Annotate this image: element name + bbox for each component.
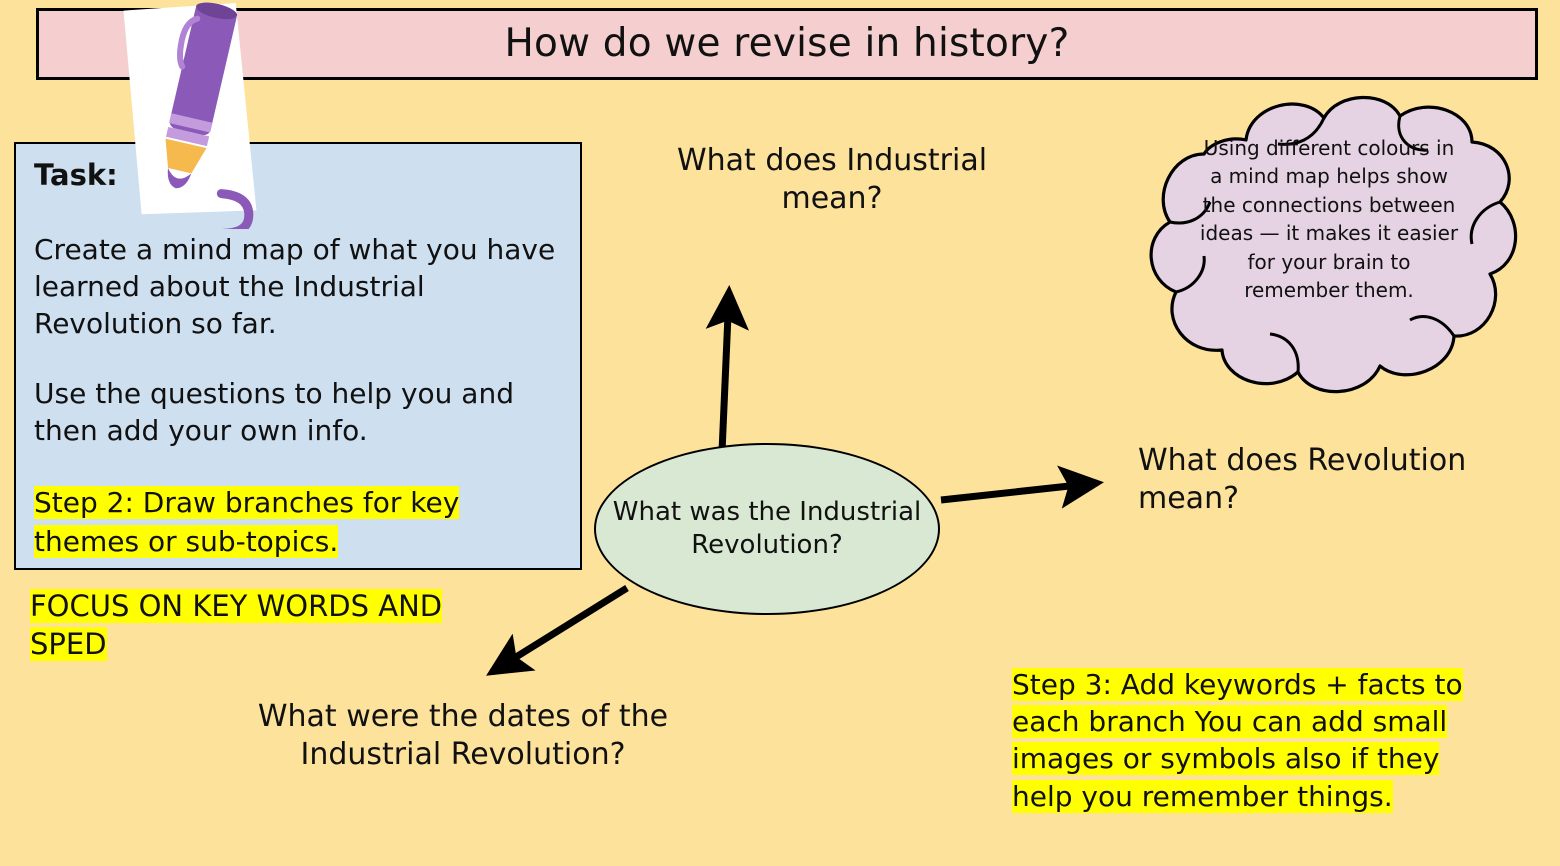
arrow-down-left-icon <box>486 585 629 676</box>
branch-label-industrial: What does Industrial mean? <box>676 143 988 217</box>
central-node: What was the Industrial Revolution? <box>594 443 940 615</box>
arrow-up-icon <box>705 285 750 453</box>
task-step-2-text: Step 2: Draw branches for key themes or … <box>34 486 460 558</box>
task-paragraph-2: Use the questions to help you and then a… <box>34 377 514 447</box>
step-3-note-text: Step 3: Add keywords + facts to each bra… <box>1012 668 1463 813</box>
cloud-shape-icon <box>1149 95 1518 394</box>
step-3-note: Step 3: Add keywords + facts to each bra… <box>1012 666 1486 815</box>
arrow-right-icon <box>940 465 1104 509</box>
branch-label-dates: What were the dates of the Industrial Re… <box>257 699 669 773</box>
focus-note-text: FOCUS ON KEY WORDS AND SPED <box>30 589 443 661</box>
page-title: How do we revise in history? <box>504 20 1070 66</box>
title-banner: How do we revise in history? <box>36 8 1538 80</box>
branch-label-revolution: What does Revolution mean? <box>1138 443 1467 517</box>
thought-cloud: Using different colours in a mind map he… <box>1128 88 1528 423</box>
central-node-label: What was the Industrial Revolution? <box>612 496 922 560</box>
thought-cloud-text: Using different colours in a mind map he… <box>1199 136 1459 302</box>
task-heading: Task: <box>34 158 118 192</box>
task-paragraph-1: Create a mind map of what you have learn… <box>34 233 556 340</box>
task-box: Task: Create a mind map of what you have… <box>14 142 582 570</box>
task-step-2: Step 2: Draw branches for key themes or … <box>34 484 504 561</box>
focus-note: FOCUS ON KEY WORDS AND SPED <box>30 588 500 663</box>
